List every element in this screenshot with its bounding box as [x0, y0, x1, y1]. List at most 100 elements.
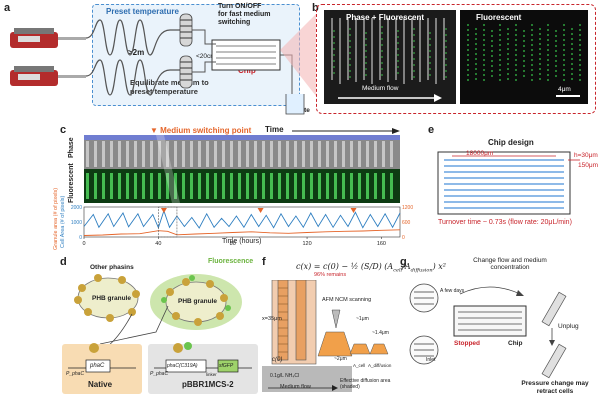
- tubing-bottom: [85, 59, 180, 96]
- chart-ylabel-left: Cell Area (# of pixels): [60, 195, 66, 248]
- highlight-box: [158, 206, 178, 238]
- unplug-label: Unplug: [558, 323, 579, 330]
- chart-frame: [83, 206, 401, 238]
- phase-fluor-label: Phase + Fluorescent: [346, 13, 425, 22]
- x35-label: x=35μm: [262, 316, 282, 322]
- lt20cm-label: <20cm: [196, 53, 216, 60]
- chip-design-title: Chip design: [488, 138, 534, 147]
- valve-bottom-icon: [179, 55, 193, 89]
- stopped-label: Stopped: [454, 340, 480, 347]
- x-tick-label: 120: [302, 241, 311, 247]
- y-tick-label-left: 2000: [71, 205, 82, 211]
- few-days-label: A few days: [440, 288, 465, 294]
- syringe-pump-top-icon: [10, 28, 86, 48]
- one-um-label: ~1μm: [356, 316, 369, 322]
- fluorescent-label-b: Fluorescent: [476, 13, 522, 22]
- chip-dim-150: 150μm: [578, 162, 599, 169]
- change-flow-label: Change flow and medium concentration: [473, 257, 547, 271]
- fluorescence-label: Fluorescence: [208, 258, 254, 265]
- phac-label: phaC: [90, 363, 105, 369]
- afm-label: AFM NCM scanning: [322, 297, 372, 303]
- chip-dim-18000: 18000μm: [466, 150, 494, 157]
- panel-b-frame: [316, 4, 596, 114]
- chart-xlabel: Time (hours): [222, 238, 262, 245]
- panel-f-letter: f: [262, 256, 266, 268]
- one4um-label: ~1.4μm: [372, 330, 389, 336]
- pphac-label-2: P_phaC: [150, 371, 169, 377]
- panel-e-letter: e: [428, 124, 435, 136]
- kymograph: [84, 135, 400, 203]
- phb-granule-label-2: PHB granule: [178, 298, 218, 305]
- panel-g-drawing: [409, 283, 567, 379]
- phac-mut-label: phaC(C319A): [167, 363, 198, 369]
- panel-f-drawing: [262, 280, 389, 392]
- time-label-c: Time: [265, 125, 284, 134]
- other-phasins-label: Other phasins: [90, 264, 134, 271]
- gt2m-label: >2m: [128, 48, 145, 57]
- turnover-label: Turnover time ~ 0.73s (flow rate: 20μL/m…: [438, 219, 572, 226]
- x-tick-label: 80: [230, 241, 236, 247]
- switching-point-label: ▼ Medium switching point: [150, 126, 252, 135]
- chart-ylabel-left2: Granule area (# of pixels): [53, 187, 59, 250]
- switch-marker: [160, 208, 167, 213]
- remains-label: 96% remains: [314, 272, 347, 278]
- panel-a-letter: a: [4, 2, 11, 14]
- waste-beaker-icon: [285, 94, 305, 115]
- syringe-pump-bottom-icon: [10, 66, 86, 86]
- panel-a-drawing: [10, 13, 316, 115]
- x-tick-label: 40: [155, 241, 161, 247]
- panel-g-letter: g: [400, 256, 407, 268]
- panel-d-drawing: [62, 274, 258, 394]
- fluor-row-label: Fluorescent: [68, 163, 75, 203]
- chip-g: [453, 305, 527, 337]
- chip-dim-h30: h=30μm: [574, 152, 598, 159]
- panel-c-letter: c: [60, 124, 67, 136]
- c0-label: c(0): [272, 357, 283, 363]
- native-label: Native: [88, 380, 113, 389]
- time-arrow: [292, 128, 400, 134]
- chip-icon: [192, 29, 281, 73]
- phase-row-label: Phase: [68, 137, 75, 158]
- a-cell-label: A_cell: [353, 363, 366, 368]
- switch-marker: [257, 208, 264, 213]
- x-tick-label: 160: [377, 241, 386, 247]
- series-line-1: [83, 229, 401, 236]
- series-line-0: [83, 209, 401, 229]
- medium-flow-label-f: Medium flow: [280, 384, 311, 390]
- phase-fluor-image: [324, 10, 456, 104]
- pressure-label: Pressure change may retract cells: [521, 380, 589, 395]
- y-tick-label-left: 1000: [71, 220, 82, 226]
- y-tick-label-right: 0: [402, 235, 405, 241]
- eff-diff-label: Effective diffusion area (shaded): [340, 378, 391, 390]
- gfp-label: sfGFP: [219, 363, 234, 369]
- panel-b-images: [324, 10, 588, 104]
- medium-flow-label-b: Medium flow: [362, 85, 399, 92]
- tubing-top: [85, 19, 180, 56]
- syringe-icon: [541, 291, 567, 379]
- valve-top-icon: [179, 13, 193, 47]
- scale-bar-label: 4μm: [558, 86, 571, 93]
- panel-d-letter: d: [60, 256, 67, 268]
- growth-chart: 0 40 80 120 160 0 1000 2000 0 600 1200: [71, 205, 413, 247]
- panel-b-letter: b: [312, 2, 319, 14]
- pbbr-label: pBBR1MCS-2: [182, 380, 234, 389]
- pphac-label-1: P_phaC: [66, 371, 85, 377]
- inlet-label: Inlet: [426, 357, 436, 363]
- diffusion-equation: c(x) = c(0) − ½ (S/D) (Acell/Adiffusion)…: [296, 262, 447, 274]
- linker-label: linker: [206, 372, 217, 377]
- nh4-label: 0.1g/L NH₄Cl: [270, 373, 300, 379]
- afm-profile: [317, 331, 353, 357]
- y-tick-label-right: 600: [402, 220, 411, 226]
- phb-granule-label-1: PHB granule: [92, 295, 132, 302]
- two-um-label: ~2μm: [334, 356, 347, 362]
- a-eff-label: A_diff/usion: [368, 363, 392, 368]
- x-tick-label: 0: [82, 241, 85, 247]
- chip-label-g: Chip: [508, 340, 523, 347]
- afm-tip-icon: [331, 309, 341, 329]
- y-tick-label-right: 1200: [402, 205, 413, 211]
- y-tick-label-left: 0: [79, 235, 82, 241]
- trench-right: [295, 280, 307, 361]
- preset-temperature-label: Preset temperature: [106, 7, 179, 16]
- chip-design-drawing: [437, 151, 580, 215]
- turn-on-off-label: Turn ON/OFF for fast medium switching: [218, 3, 271, 26]
